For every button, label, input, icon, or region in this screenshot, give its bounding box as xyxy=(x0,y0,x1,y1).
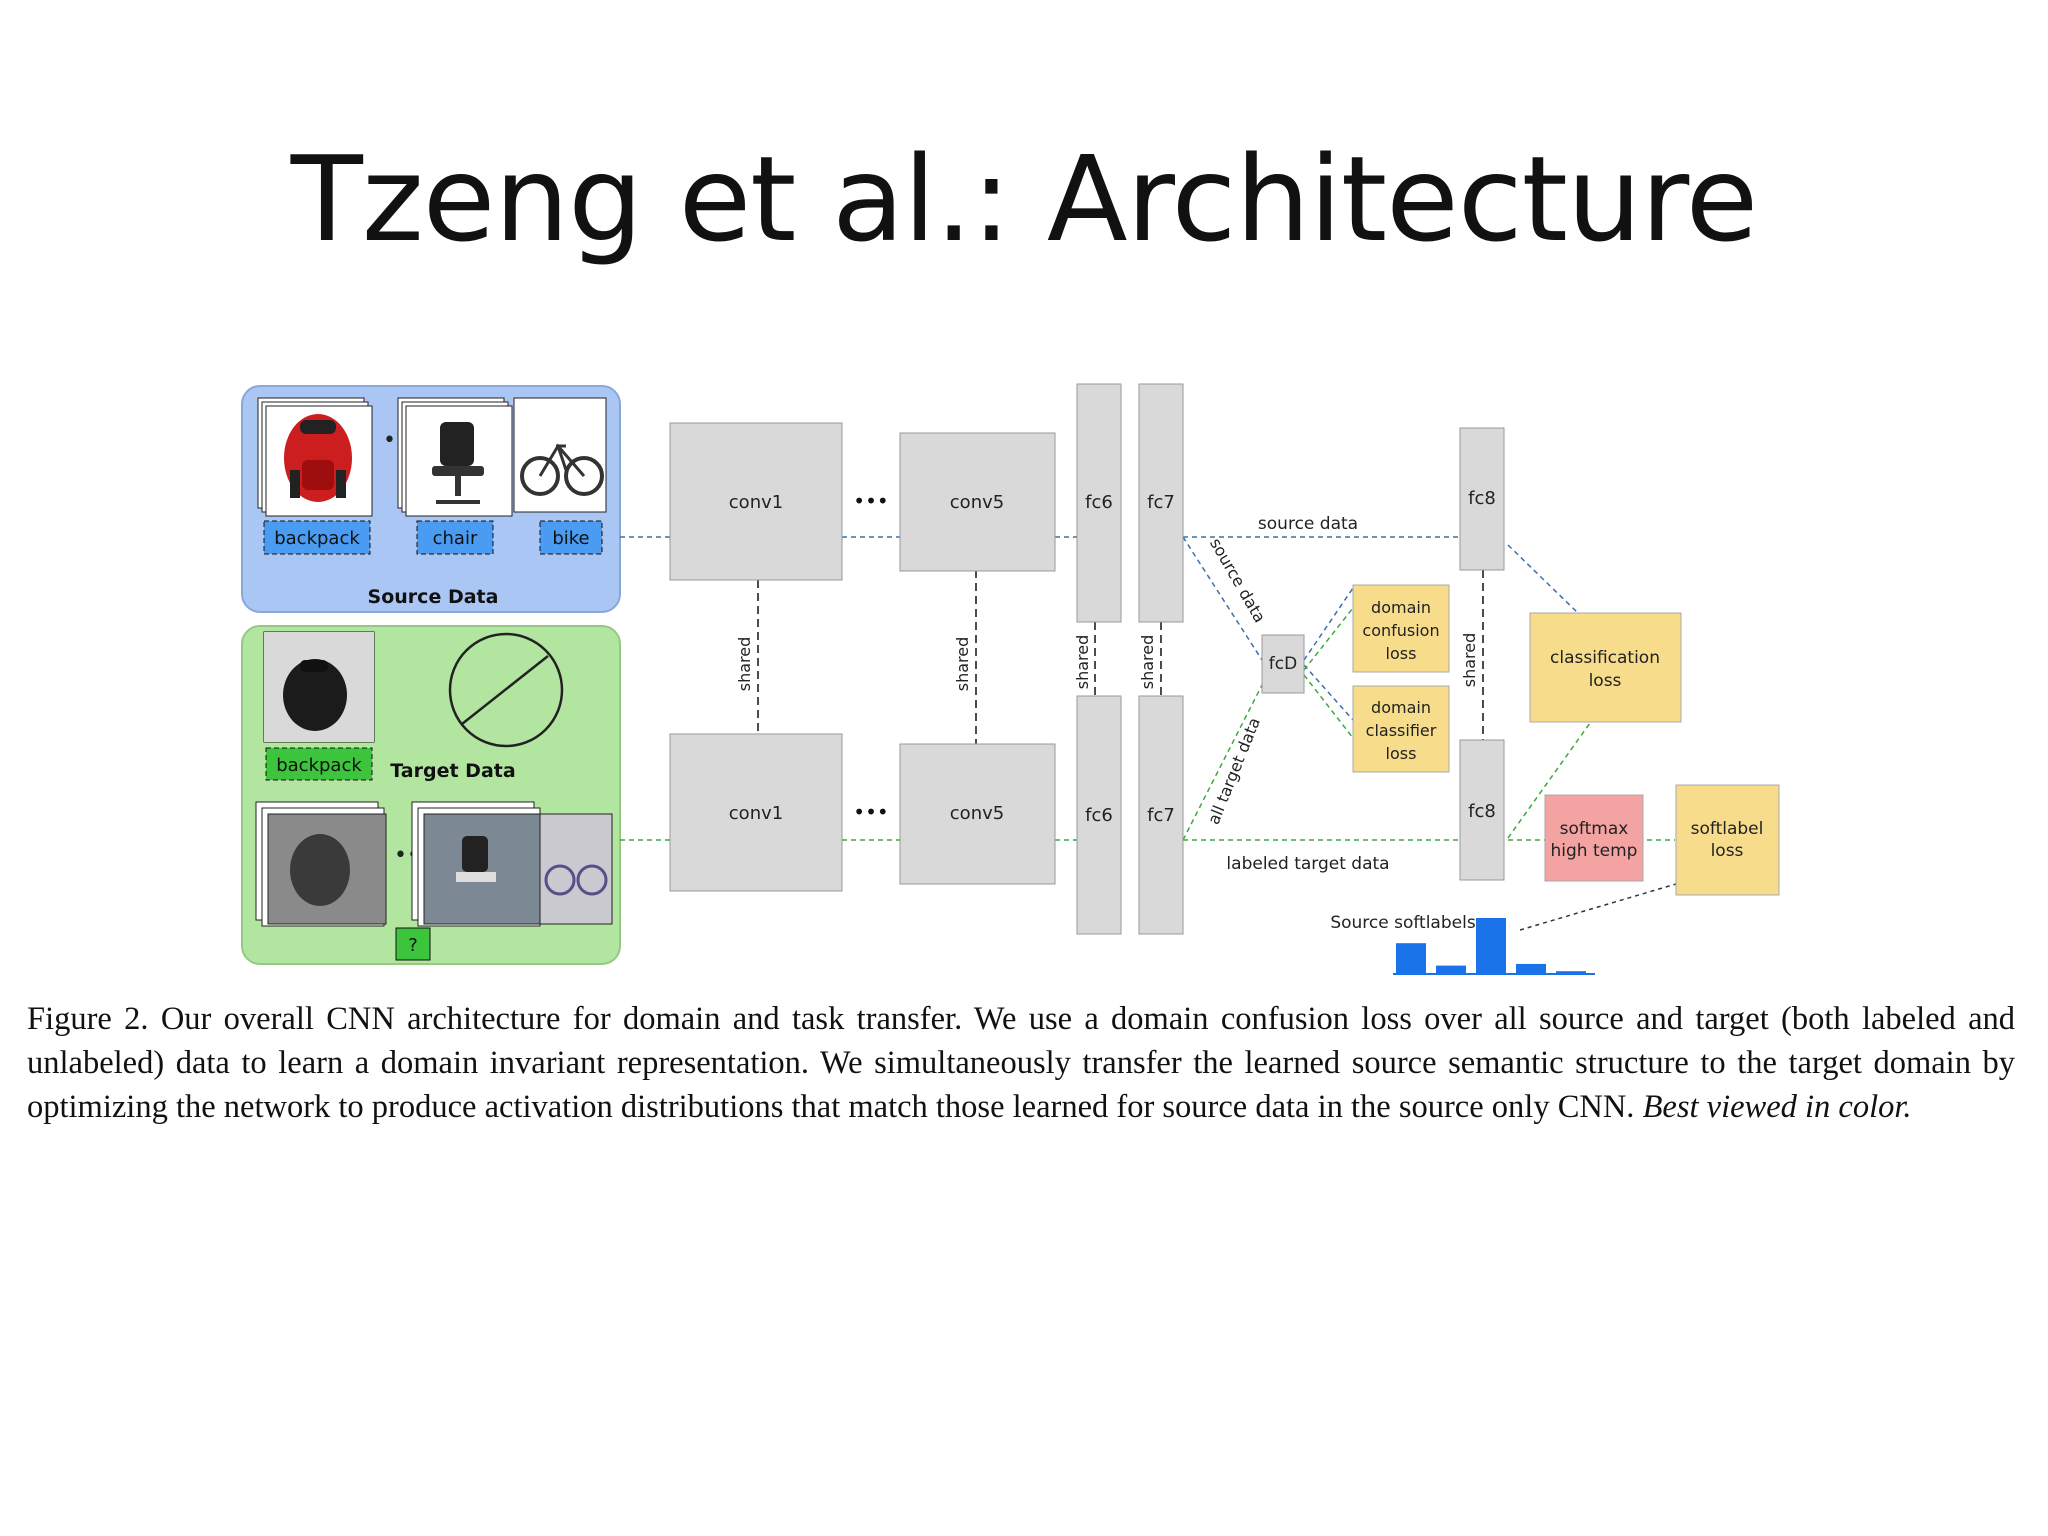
layer-fcD: fcD xyxy=(1261,634,1305,694)
svg-text:fc8: fc8 xyxy=(1468,801,1496,822)
svg-text:loss: loss xyxy=(1386,644,1417,663)
source-label-chair: chair xyxy=(416,520,494,555)
svg-text:shared: shared xyxy=(953,637,972,692)
chair-icon xyxy=(432,422,484,504)
source-label-backpack: backpack xyxy=(263,520,371,555)
softlabel-bar xyxy=(1556,971,1586,974)
layer-conv1-target: conv1 xyxy=(669,733,843,892)
source-data-panel: •• backpack chair xyxy=(241,385,621,613)
svg-text:shared: shared xyxy=(735,637,754,692)
svg-text:shared: shared xyxy=(1460,633,1479,688)
svg-text:conv5: conv5 xyxy=(950,492,1004,513)
softmax-high-temp-box: softmax high temp xyxy=(1544,794,1644,882)
layer-fc7-target: fc7 xyxy=(1138,695,1184,935)
svg-text:classifier: classifier xyxy=(1366,721,1437,740)
target-flow-lines xyxy=(620,607,1675,841)
svg-text:fc6: fc6 xyxy=(1085,492,1113,513)
svg-text:shared: shared xyxy=(1138,635,1157,690)
flow-label-all-target-data: all target data xyxy=(1204,715,1264,827)
svg-text:conv1: conv1 xyxy=(729,803,783,824)
layer-conv5-target: conv5 xyxy=(899,743,1056,885)
caption-italic: Best viewed in color. xyxy=(1642,1089,1912,1125)
caption-text: Figure 2. Our overall CNN architecture f… xyxy=(27,1001,2015,1125)
softlabel-loss-box: softlabel loss xyxy=(1675,784,1780,896)
source-panel-title: Source Data xyxy=(368,586,499,608)
svg-text:chair: chair xyxy=(433,528,478,549)
target-data-panel: backpack Target Data •• ? xyxy=(241,625,621,965)
svg-text:shared: shared xyxy=(1073,635,1092,690)
svg-text:domain: domain xyxy=(1371,598,1431,617)
layer-fc7-source: fc7 xyxy=(1138,383,1184,623)
source-label-bike: bike xyxy=(539,520,603,555)
flow-label-source-data-diagonal: source data xyxy=(1206,535,1270,626)
domain-confusion-loss-box: domain confusion loss xyxy=(1352,584,1450,673)
svg-text:fc8: fc8 xyxy=(1468,488,1496,509)
svg-text:high temp: high temp xyxy=(1551,841,1638,861)
source-chair-images xyxy=(397,397,607,517)
backpack-icon xyxy=(284,414,352,502)
slide-title: Tzeng et al.: Architecture xyxy=(290,130,1758,268)
source-backpack-images xyxy=(257,397,373,517)
softlabel-bar xyxy=(1436,965,1466,974)
target-backpack-image xyxy=(263,631,375,743)
source-flow-lines xyxy=(620,536,1581,721)
softlabel-bar xyxy=(1476,918,1506,974)
svg-text:loss: loss xyxy=(1386,744,1417,763)
svg-text:fcD: fcD xyxy=(1269,654,1297,674)
svg-text:fc7: fc7 xyxy=(1147,805,1175,826)
svg-text:backpack: backpack xyxy=(276,755,362,776)
target-label-backpack: backpack xyxy=(265,747,373,781)
svg-text:loss: loss xyxy=(1589,671,1622,691)
svg-text:softlabel: softlabel xyxy=(1691,819,1764,839)
layer-fc8-target: fc8 xyxy=(1459,739,1505,881)
softlabel-bar xyxy=(1396,943,1426,974)
svg-text:softmax: softmax xyxy=(1560,819,1629,839)
svg-text:fc6: fc6 xyxy=(1085,805,1113,826)
layer-fc6-source: fc6 xyxy=(1076,383,1122,623)
architecture-diagram: •• backpack chair xyxy=(241,383,1780,975)
shared-connectors xyxy=(757,570,1484,744)
source-softlabels-label: Source softlabels xyxy=(1330,913,1476,933)
target-panel-title: Target Data xyxy=(390,760,515,782)
source-softlabels-histogram xyxy=(1396,918,1586,974)
layer-conv5-source: conv5 xyxy=(899,432,1056,572)
figure-caption: Figure 2. Our overall CNN architecture f… xyxy=(27,997,2015,1129)
svg-text:confusion: confusion xyxy=(1362,621,1439,640)
svg-text:conv5: conv5 xyxy=(950,803,1004,824)
classification-loss-box: classification loss xyxy=(1529,612,1682,723)
flow-label-labeled-target-data: labeled target data xyxy=(1226,854,1389,874)
svg-text:fc7: fc7 xyxy=(1147,492,1175,513)
ellipsis-source: ••• xyxy=(853,489,888,513)
svg-text:domain: domain xyxy=(1371,698,1431,717)
svg-text:backpack: backpack xyxy=(274,528,360,549)
svg-text:loss: loss xyxy=(1711,841,1744,861)
layer-conv1-source: conv1 xyxy=(669,422,843,581)
softlabel-bar xyxy=(1516,963,1546,974)
svg-text:classification: classification xyxy=(1550,648,1660,668)
layer-fc8-source: fc8 xyxy=(1459,427,1505,571)
ellipsis-target: ••• xyxy=(853,800,888,824)
shared-labels: shared shared shared shared shared xyxy=(735,633,1479,692)
softlabel-arrow xyxy=(1519,883,1677,931)
bike-icon xyxy=(520,443,604,496)
svg-text:conv1: conv1 xyxy=(729,492,783,513)
domain-classifier-loss-box: domain classifier loss xyxy=(1352,685,1450,773)
flow-label-source-data: source data xyxy=(1258,514,1358,534)
target-unlabeled-images: •• xyxy=(255,801,613,927)
layer-fc6-target: fc6 xyxy=(1076,695,1122,935)
svg-text:bike: bike xyxy=(552,528,589,549)
empty-set-icon xyxy=(448,632,564,748)
target-label-unknown: ? xyxy=(395,927,431,961)
svg-text:?: ? xyxy=(408,935,418,956)
